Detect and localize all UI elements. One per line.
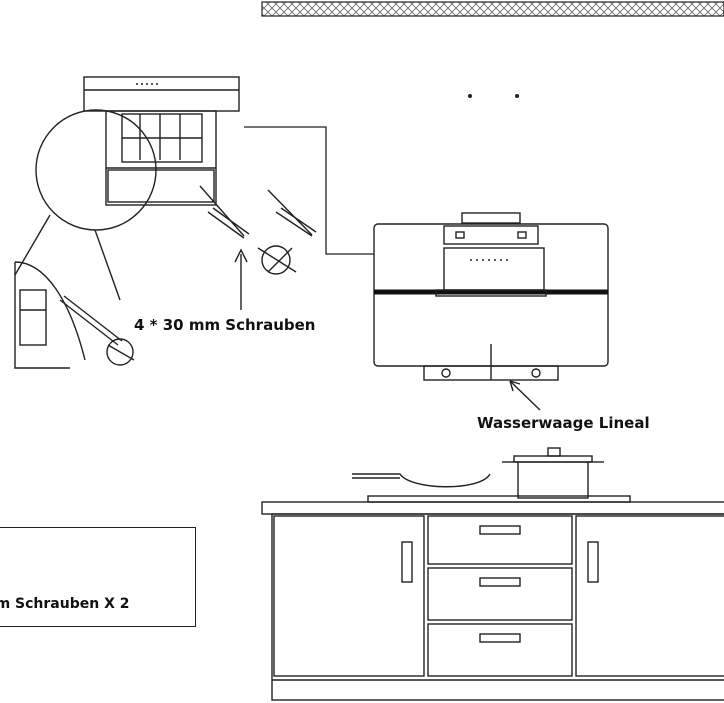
zoom-inset xyxy=(14,261,135,369)
kitchen-cabinet xyxy=(261,501,724,701)
mount-detail xyxy=(14,76,240,301)
cookware xyxy=(352,447,631,503)
range-hood xyxy=(373,212,609,411)
level-label: Wasserwaage Lineal xyxy=(477,414,650,432)
screws-and-plugs xyxy=(199,185,317,310)
parts-box-line: mm Schrauben X 2 xyxy=(0,596,130,612)
detail-connector xyxy=(244,126,374,255)
wall-mark-right xyxy=(515,94,519,98)
ceiling-hatch xyxy=(261,1,724,17)
parts-box: S: mm Schrauben X 2 xyxy=(0,527,196,627)
wall-mark-left xyxy=(468,94,472,98)
screws-label: 4 * 30 mm Schrauben xyxy=(134,316,316,334)
